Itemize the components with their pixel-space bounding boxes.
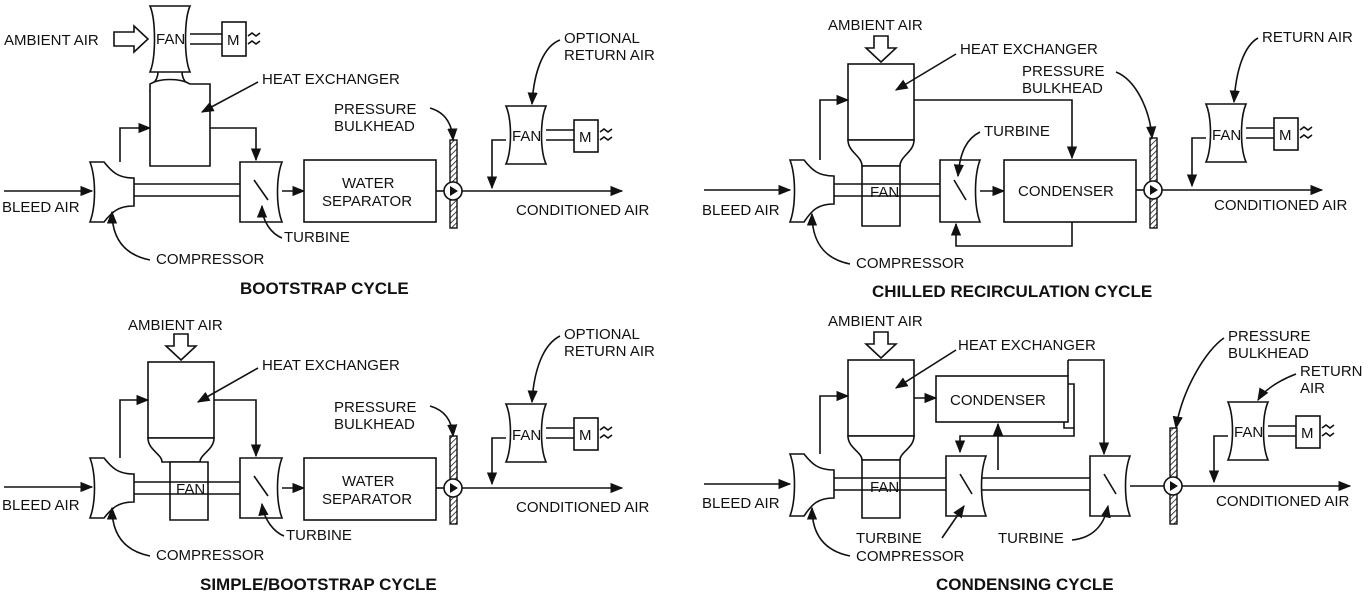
cc-motor-label: M bbox=[1301, 425, 1314, 442]
sb-pressure-label: PRESSURE bbox=[334, 399, 417, 416]
cr-heat-exchanger bbox=[847, 63, 915, 141]
cc-return-label: RETURN bbox=[1300, 363, 1363, 380]
sb-turbine bbox=[239, 457, 284, 519]
sb-heat-exchanger bbox=[147, 361, 215, 439]
cc-ambient-air-label: AMBIENT AIR bbox=[828, 313, 923, 330]
sb-water-label: WATER bbox=[342, 473, 395, 490]
recirc-fan-label: FAN bbox=[512, 128, 541, 145]
cc-fan bbox=[861, 459, 901, 519]
cc-pressure-label: PRESSURE bbox=[1228, 328, 1311, 345]
caption-bootstrap: BOOTSTRAP CYCLE bbox=[240, 279, 409, 298]
cc-compressor bbox=[788, 453, 835, 517]
cr-ambient-air-label: AMBIENT AIR bbox=[828, 17, 923, 34]
cc-pressure-bulkhead bbox=[1169, 427, 1178, 525]
sb-ambient-air-label: AMBIENT AIR bbox=[128, 317, 223, 334]
cr-bleed-air-label: BLEED AIR bbox=[702, 202, 780, 219]
fan-symbol bbox=[148, 5, 192, 73]
cr-recirc-fan bbox=[1204, 103, 1248, 163]
cc-turbine-2 bbox=[1089, 455, 1132, 517]
turbine bbox=[239, 161, 284, 223]
cr-compressor-label: COMPRESSOR bbox=[856, 255, 965, 272]
ambient-air-arrow bbox=[113, 24, 150, 54]
sb-compressor-label: COMPRESSOR bbox=[156, 547, 265, 564]
sb-recirc-fan-label: FAN bbox=[512, 427, 541, 444]
cr-return-air-label: RETURN AIR bbox=[1262, 29, 1353, 46]
simple-bootstrap-cycle: AMBIENT AIR HEAT EXCHANGER FAN BLEED AIR… bbox=[2, 317, 655, 594]
bulkhead-label: BULKHEAD bbox=[334, 118, 415, 135]
bleed-air-label: BLEED AIR bbox=[2, 199, 80, 216]
cc-turbine-2-label: TURBINE bbox=[998, 530, 1064, 547]
compressor bbox=[88, 161, 135, 223]
cr-condenser bbox=[1003, 159, 1137, 223]
condensing-cycle: AMBIENT AIR HEAT EXCHANGER FAN BLEED AIR… bbox=[702, 313, 1363, 594]
sb-return-air-label: RETURN AIR bbox=[564, 343, 655, 360]
cc-conditioned-air-label: CONDITIONED AIR bbox=[1216, 493, 1350, 510]
optional-label: OPTIONAL bbox=[564, 30, 640, 47]
sb-fan-label: FAN bbox=[176, 481, 205, 498]
cc-heat-exchanger bbox=[847, 359, 915, 437]
recirc-motor-label: M bbox=[579, 129, 592, 146]
cr-fan-label: FAN bbox=[870, 184, 899, 201]
fan-label: FAN bbox=[156, 31, 185, 48]
water-separator bbox=[303, 159, 437, 223]
sb-heat-exchanger-label: HEAT EXCHANGER bbox=[262, 357, 400, 374]
caption-chilled: CHILLED RECIRCULATION CYCLE bbox=[872, 282, 1152, 301]
sb-water-separator bbox=[303, 457, 437, 521]
cc-heat-exchanger-label: HEAT EXCHANGER bbox=[958, 337, 1096, 354]
bootstrap-cycle: AMBIENT AIR FAN M HEAT EXCHANGER BLEED A… bbox=[2, 5, 655, 298]
sb-fan bbox=[169, 461, 209, 521]
sb-motor-label: M bbox=[579, 427, 592, 444]
cc-turbine-1 bbox=[945, 455, 988, 517]
pressure-label: PRESSURE bbox=[334, 101, 417, 118]
cc-condenser bbox=[935, 375, 1069, 423]
cr-recirc-fan-label: FAN bbox=[1212, 127, 1241, 144]
sb-bulkhead-label: BULKHEAD bbox=[334, 416, 415, 433]
cr-motor-label: M bbox=[1279, 127, 1292, 144]
heat-exchanger bbox=[149, 78, 211, 167]
cc-compressor-label: COMPRESSOR bbox=[856, 548, 965, 565]
conditioned-air-label: CONDITIONED AIR bbox=[516, 202, 650, 219]
cc-bleed-air-label: BLEED AIR bbox=[702, 495, 780, 512]
cr-heat-exchanger-label: HEAT EXCHANGER bbox=[960, 41, 1098, 58]
cc-recirc-fan bbox=[1226, 401, 1270, 461]
separator-label: SEPARATOR bbox=[322, 193, 412, 210]
caption-simple-bootstrap: SIMPLE/BOOTSTRAP CYCLE bbox=[200, 575, 437, 594]
cr-condenser-label: CONDENSER bbox=[1018, 183, 1114, 200]
ambient-air-label: AMBIENT AIR bbox=[4, 32, 99, 49]
return-air-label: RETURN AIR bbox=[564, 47, 655, 64]
caption-condensing: CONDENSING CYCLE bbox=[936, 575, 1114, 594]
cc-bulkhead-label: BULKHEAD bbox=[1228, 345, 1309, 362]
cc-air-label: AIR bbox=[1300, 380, 1325, 397]
cc-condenser-label: CONDENSER bbox=[950, 392, 1046, 409]
motor-box bbox=[221, 21, 247, 57]
cc-turbine-1-label: TURBINE bbox=[856, 530, 922, 547]
water-label: WATER bbox=[342, 175, 395, 192]
motor-label: M bbox=[227, 32, 240, 49]
cc-recirc-fan-label: FAN bbox=[1234, 424, 1263, 441]
sb-turbine-label: TURBINE bbox=[286, 527, 352, 544]
sb-bleed-air-label: BLEED AIR bbox=[2, 497, 80, 514]
turbine-label: TURBINE bbox=[284, 229, 350, 246]
sb-conditioned-air-label: CONDITIONED AIR bbox=[516, 499, 650, 516]
compressor-label: COMPRESSOR bbox=[156, 251, 265, 268]
cc-fan-label: FAN bbox=[870, 479, 899, 496]
cr-bulkhead-label: BULKHEAD bbox=[1022, 80, 1103, 97]
sb-optional-label: OPTIONAL bbox=[564, 326, 640, 343]
sb-compressor bbox=[88, 457, 135, 519]
cr-compressor bbox=[788, 159, 835, 223]
heat-exchanger-label: HEAT EXCHANGER bbox=[262, 71, 400, 88]
cr-conditioned-air-label: CONDITIONED AIR bbox=[1214, 197, 1348, 214]
recirc-fan bbox=[504, 105, 548, 165]
cr-turbine-label: TURBINE bbox=[984, 123, 1050, 140]
sb-recirc-fan bbox=[504, 403, 548, 463]
chilled-recirculation-cycle: AMBIENT AIR HEAT EXCHANGER FAN BLEED AIR… bbox=[702, 17, 1353, 301]
sb-separator-label: SEPARATOR bbox=[322, 491, 412, 508]
cr-pressure-label: PRESSURE bbox=[1022, 63, 1105, 80]
